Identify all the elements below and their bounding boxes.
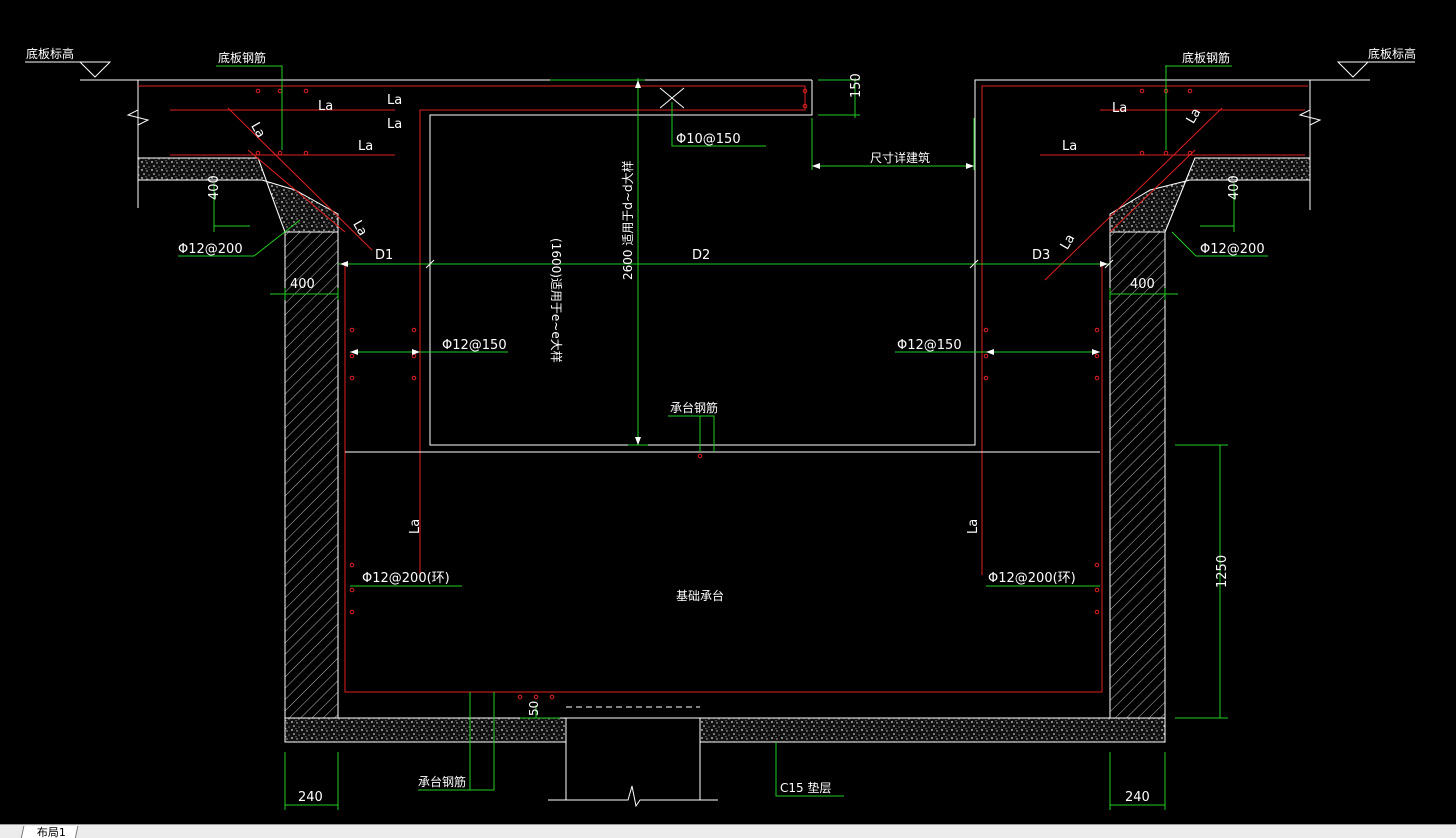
- dimension-lines: [178, 65, 1268, 810]
- label-size-see-architecture: 尺寸详建筑: [870, 150, 930, 165]
- label-phi12-200-right: Φ12@200: [1200, 242, 1265, 257]
- label-la-vertical-left: La: [408, 519, 423, 534]
- label-la-diag-2: La: [349, 218, 370, 239]
- layout-tab-bar: 布局1: [0, 824, 1456, 838]
- dimension-arrows: [340, 80, 1108, 445]
- elevation-marker-left: [25, 61, 112, 78]
- label-la-4: La: [358, 139, 373, 154]
- label-cap-rebar-top: 承台钢筋: [670, 400, 718, 415]
- label-dim-240-left: 240: [298, 790, 323, 805]
- label-dim-400-left: 400: [290, 277, 315, 292]
- label-la-6: La: [1062, 139, 1077, 154]
- label-slab-rebar-left: 底板钢筋: [218, 50, 266, 65]
- label-dim-2600: 2600 适用于d~d大样: [620, 160, 635, 280]
- label-phi12-150-right: Φ12@150: [897, 338, 962, 353]
- label-phi12-150-left: Φ12@150: [442, 338, 507, 353]
- label-slab-elevation-right: 底板标高: [1368, 46, 1416, 61]
- label-la-diag-4: La: [1058, 232, 1079, 253]
- cross-mark: [659, 87, 685, 109]
- label-d1: D1: [375, 248, 393, 263]
- tab-layout1-label: 布局1: [36, 826, 66, 838]
- label-dim-240-right: 240: [1125, 790, 1150, 805]
- label-c15-cushion: C15 垫层: [780, 780, 831, 795]
- label-slab-rebar-right: 底板钢筋: [1182, 50, 1230, 65]
- label-la-1: La: [318, 99, 333, 114]
- wall-hatch-left: [284, 231, 339, 719]
- label-dim-150: 150: [849, 73, 864, 98]
- cushion-layer: [137, 157, 1311, 743]
- label-dim-400-right-vert: 400: [1227, 175, 1242, 200]
- rebar-dots: [255, 88, 1193, 700]
- label-phi12-200-ring-right: Φ12@200(环): [988, 571, 1076, 586]
- label-dim-400-left-vert: 400: [207, 175, 222, 200]
- label-dim-50: 50: [527, 701, 541, 716]
- label-dim-1250: 1250: [1215, 555, 1230, 588]
- label-phi12-200-ring-left: Φ12@200(环): [362, 571, 450, 586]
- label-la-5: La: [1112, 101, 1127, 116]
- label-la-vertical-right: La: [966, 519, 981, 534]
- label-phi10-150: Φ10@150: [676, 132, 741, 147]
- wall-hatch-right: [1109, 231, 1166, 719]
- label-la-2: La: [387, 93, 402, 108]
- tab-layout1[interactable]: 布局1: [20, 826, 79, 838]
- label-d2: D2: [692, 248, 710, 263]
- label-la-diag-1: La: [247, 120, 268, 141]
- label-d3: D3: [1032, 248, 1050, 263]
- label-phi12-200-left: Φ12@200: [178, 242, 243, 257]
- label-dim-400-right: 400: [1130, 277, 1155, 292]
- label-cap-rebar-bottom: 承台钢筋: [418, 774, 466, 789]
- label-foundation-cap: 基础承台: [676, 588, 724, 603]
- label-slab-elevation-left: 底板标高: [26, 46, 74, 61]
- label-la-3: La: [387, 117, 402, 132]
- dimension-ticks: [425, 259, 1114, 269]
- label-la-diag-3: La: [1184, 106, 1205, 127]
- label-dim-1600: (1600)适用于e~e大样: [549, 238, 564, 363]
- elevation-marker-right: [1336, 61, 1415, 78]
